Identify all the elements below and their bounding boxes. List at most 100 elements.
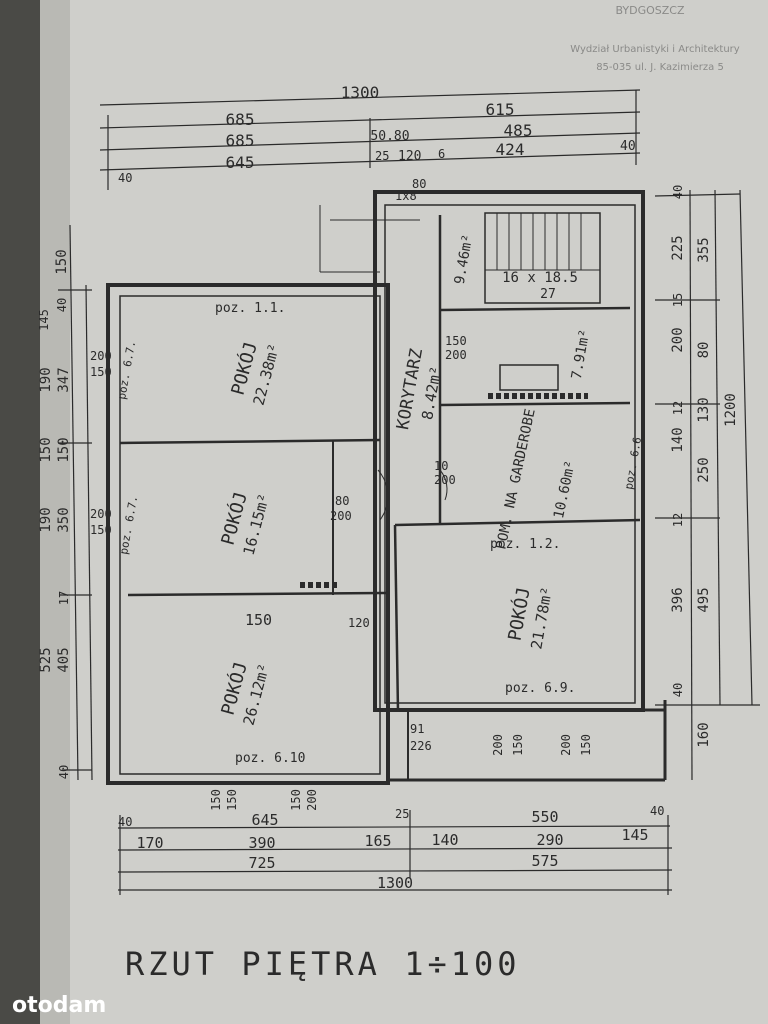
wall-room1-room2 [119,438,381,445]
open-10: 150 [445,334,467,348]
dim-left-16: 40 [57,765,71,779]
dim-top-r3f: 424 [496,140,525,159]
open-6: 91 [410,722,424,736]
stamp-city: BYDGOSZCZ [615,4,685,17]
dim-left-15: 405 [56,647,72,672]
open-17: 150 [225,789,239,811]
dim-bot-r2e: 290 [536,831,563,849]
bottom-dimension-lines [117,810,673,895]
open-14: 200 [559,734,573,756]
east-inner-wall [384,204,636,704]
dim-bot-r3b: 575 [531,852,558,870]
stamp-line2: 85-035 ul. J. Kazimierza 5 [596,62,724,73]
top-dimension-labels: 1300 685 615 685 50.80 485 40 645 25 120… [118,83,636,185]
dim-left-8: 150 [90,365,112,379]
pos-6-10: poz. 6.10 [235,751,305,766]
bathtub [499,364,559,391]
svg-text:27: 27 [540,287,556,302]
dim-top-r3e: 6 [438,147,445,161]
pos-1-1: poz. 1.1. [215,301,285,316]
open-18: 150 [289,789,303,811]
dim-right-3: 15 [671,293,685,307]
institution-stamp: BYDGOSZCZ Wydział Urbanistyki i Architek… [570,4,740,73]
wall-room2-room3 [127,591,389,597]
stamp-line1: Wydział Urbanistyki i Architektury [570,44,740,55]
watermark-logo: otodam [12,993,106,1018]
dim-bot-r1e: 40 [650,804,664,818]
dim-top-total: 1300 [341,83,380,102]
dim-top-r3d: 120 [398,149,421,164]
dim-bot-r1c: 25 [395,807,409,821]
open-9: 200 [434,473,456,487]
dim-right-4: 200 [670,327,686,352]
dim-right-8: 130 [696,397,712,422]
west-inner-wall [119,295,381,775]
left-dimension-labels: 150 145 40 190 347 150 150 200 150 190 3… [37,249,112,779]
open-4: 150 [245,611,272,629]
dim-bot-r2d: 140 [431,831,458,849]
open-12: 200 [491,734,505,756]
staircase [484,212,601,304]
paper-edge [40,0,70,1024]
dim-top-r2b: 50.80 [370,129,409,144]
open-3: 80 [335,494,349,508]
dim-left-3: 190 [38,367,54,392]
open-19: 200 [305,789,319,811]
open-11: 200 [445,348,467,362]
dim-left-11: 200 [90,507,112,521]
open-8: 10 [434,459,448,473]
dim-top-r3g: 40 [620,139,636,154]
open-15: 150 [579,734,593,756]
open-16: 150 [209,789,223,811]
open-5: 120 [348,616,370,630]
dim-bot-r1b: 645 [251,811,278,829]
dim-right-14: 40 [671,683,685,697]
dim-top-r3a: 40 [118,171,132,185]
left-dimension-lines [58,224,93,781]
wall-bath-top [439,306,631,312]
open-0: 1x8 [395,189,417,203]
dim-right-0: 40 [671,185,685,199]
dim-left-2: 40 [55,298,69,312]
pos-6-9: poz. 6.9. [505,681,575,696]
dim-top-r3b: 645 [226,153,255,172]
dim-bot-r2c: 165 [364,832,391,850]
dim-right-10: 1200 [723,393,739,427]
dim-left-0: 150 [54,249,70,274]
dim-right-13: 495 [696,587,712,612]
bottom-dimension-labels: 40 645 25 550 40 170 390 165 140 290 145… [118,804,664,892]
dim-left-5: 150 [38,437,54,462]
dim-left-13: 17 [57,591,71,605]
drawing-title: RZUT PIĘTRA 1÷100 [125,945,521,983]
dim-right-1: 225 [670,235,686,260]
dim-right-7: 140 [670,427,686,452]
opening-labels: 1x8 80 200 80 150 120 91 226 10 200 150 … [209,177,593,811]
dim-left-6: 150 [56,437,72,462]
right-dimension-labels: 40 225 355 15 200 80 12 140 130 250 1200… [670,185,739,748]
walls [106,190,667,785]
dim-top-r2c: 485 [504,121,533,140]
dim-bot-r1d: 550 [531,808,558,826]
wall-bath-bottom [439,401,631,407]
dim-bot-r2f: 145 [621,826,648,844]
top-dimension-lines [99,89,641,190]
dim-bot-r2b: 390 [248,834,275,852]
dim-left-9: 190 [38,507,54,532]
dim-right-11: 12 [671,513,685,527]
dim-right-15: 160 [696,722,712,747]
dim-bot-r1a: 40 [118,815,132,829]
dim-left-1: 145 [37,309,51,331]
dim-left-14: 525 [38,647,54,672]
west-wing-wall [106,283,390,785]
wall-garderoba-bottom [394,518,641,527]
pos-1-2: poz. 1.2. [490,537,560,552]
dim-left-12: 150 [90,523,112,537]
dim-right-5: 80 [696,342,712,359]
dim-right-12: 396 [670,587,686,612]
right-dimension-lines [654,189,760,781]
svg-text:16 x 18.5: 16 x 18.5 [502,270,578,286]
dim-left-4: 347 [56,367,72,392]
dim-bot-total: 1300 [377,874,413,892]
